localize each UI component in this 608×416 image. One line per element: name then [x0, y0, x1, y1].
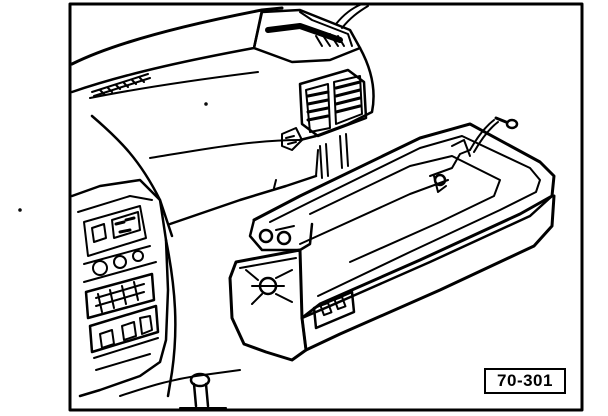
- figure-border: [68, 2, 584, 412]
- check-strap: [469, 119, 499, 153]
- dashboard-crease: [89, 71, 259, 99]
- hinge-brackets: [319, 133, 349, 179]
- gear-lever: [179, 372, 227, 409]
- dashboard-glovebox-opening-top: [168, 174, 318, 226]
- dashboard-top-edge: [70, 6, 284, 66]
- dash-right-contour: [298, 46, 375, 142]
- dot-marker: [18, 208, 22, 212]
- dashboard-fascia-line: [149, 139, 301, 159]
- dashboard-top-surface: [70, 8, 264, 94]
- dot-marker: [204, 102, 208, 106]
- center-console: [70, 178, 170, 398]
- dashboard-opening-side: [273, 149, 319, 189]
- mounting-clip: [281, 127, 303, 151]
- dash-vent-grille: [91, 73, 151, 97]
- retaining-screw: [494, 116, 519, 130]
- reference-number-label: 70-301: [484, 368, 566, 394]
- wiring-top: [335, 3, 369, 29]
- center-air-vent: [298, 68, 368, 138]
- console-side-curve: [164, 238, 177, 398]
- defroster-opening: [252, 8, 362, 64]
- floor-tunnel: [119, 369, 241, 397]
- glovebox-tray: [228, 122, 556, 362]
